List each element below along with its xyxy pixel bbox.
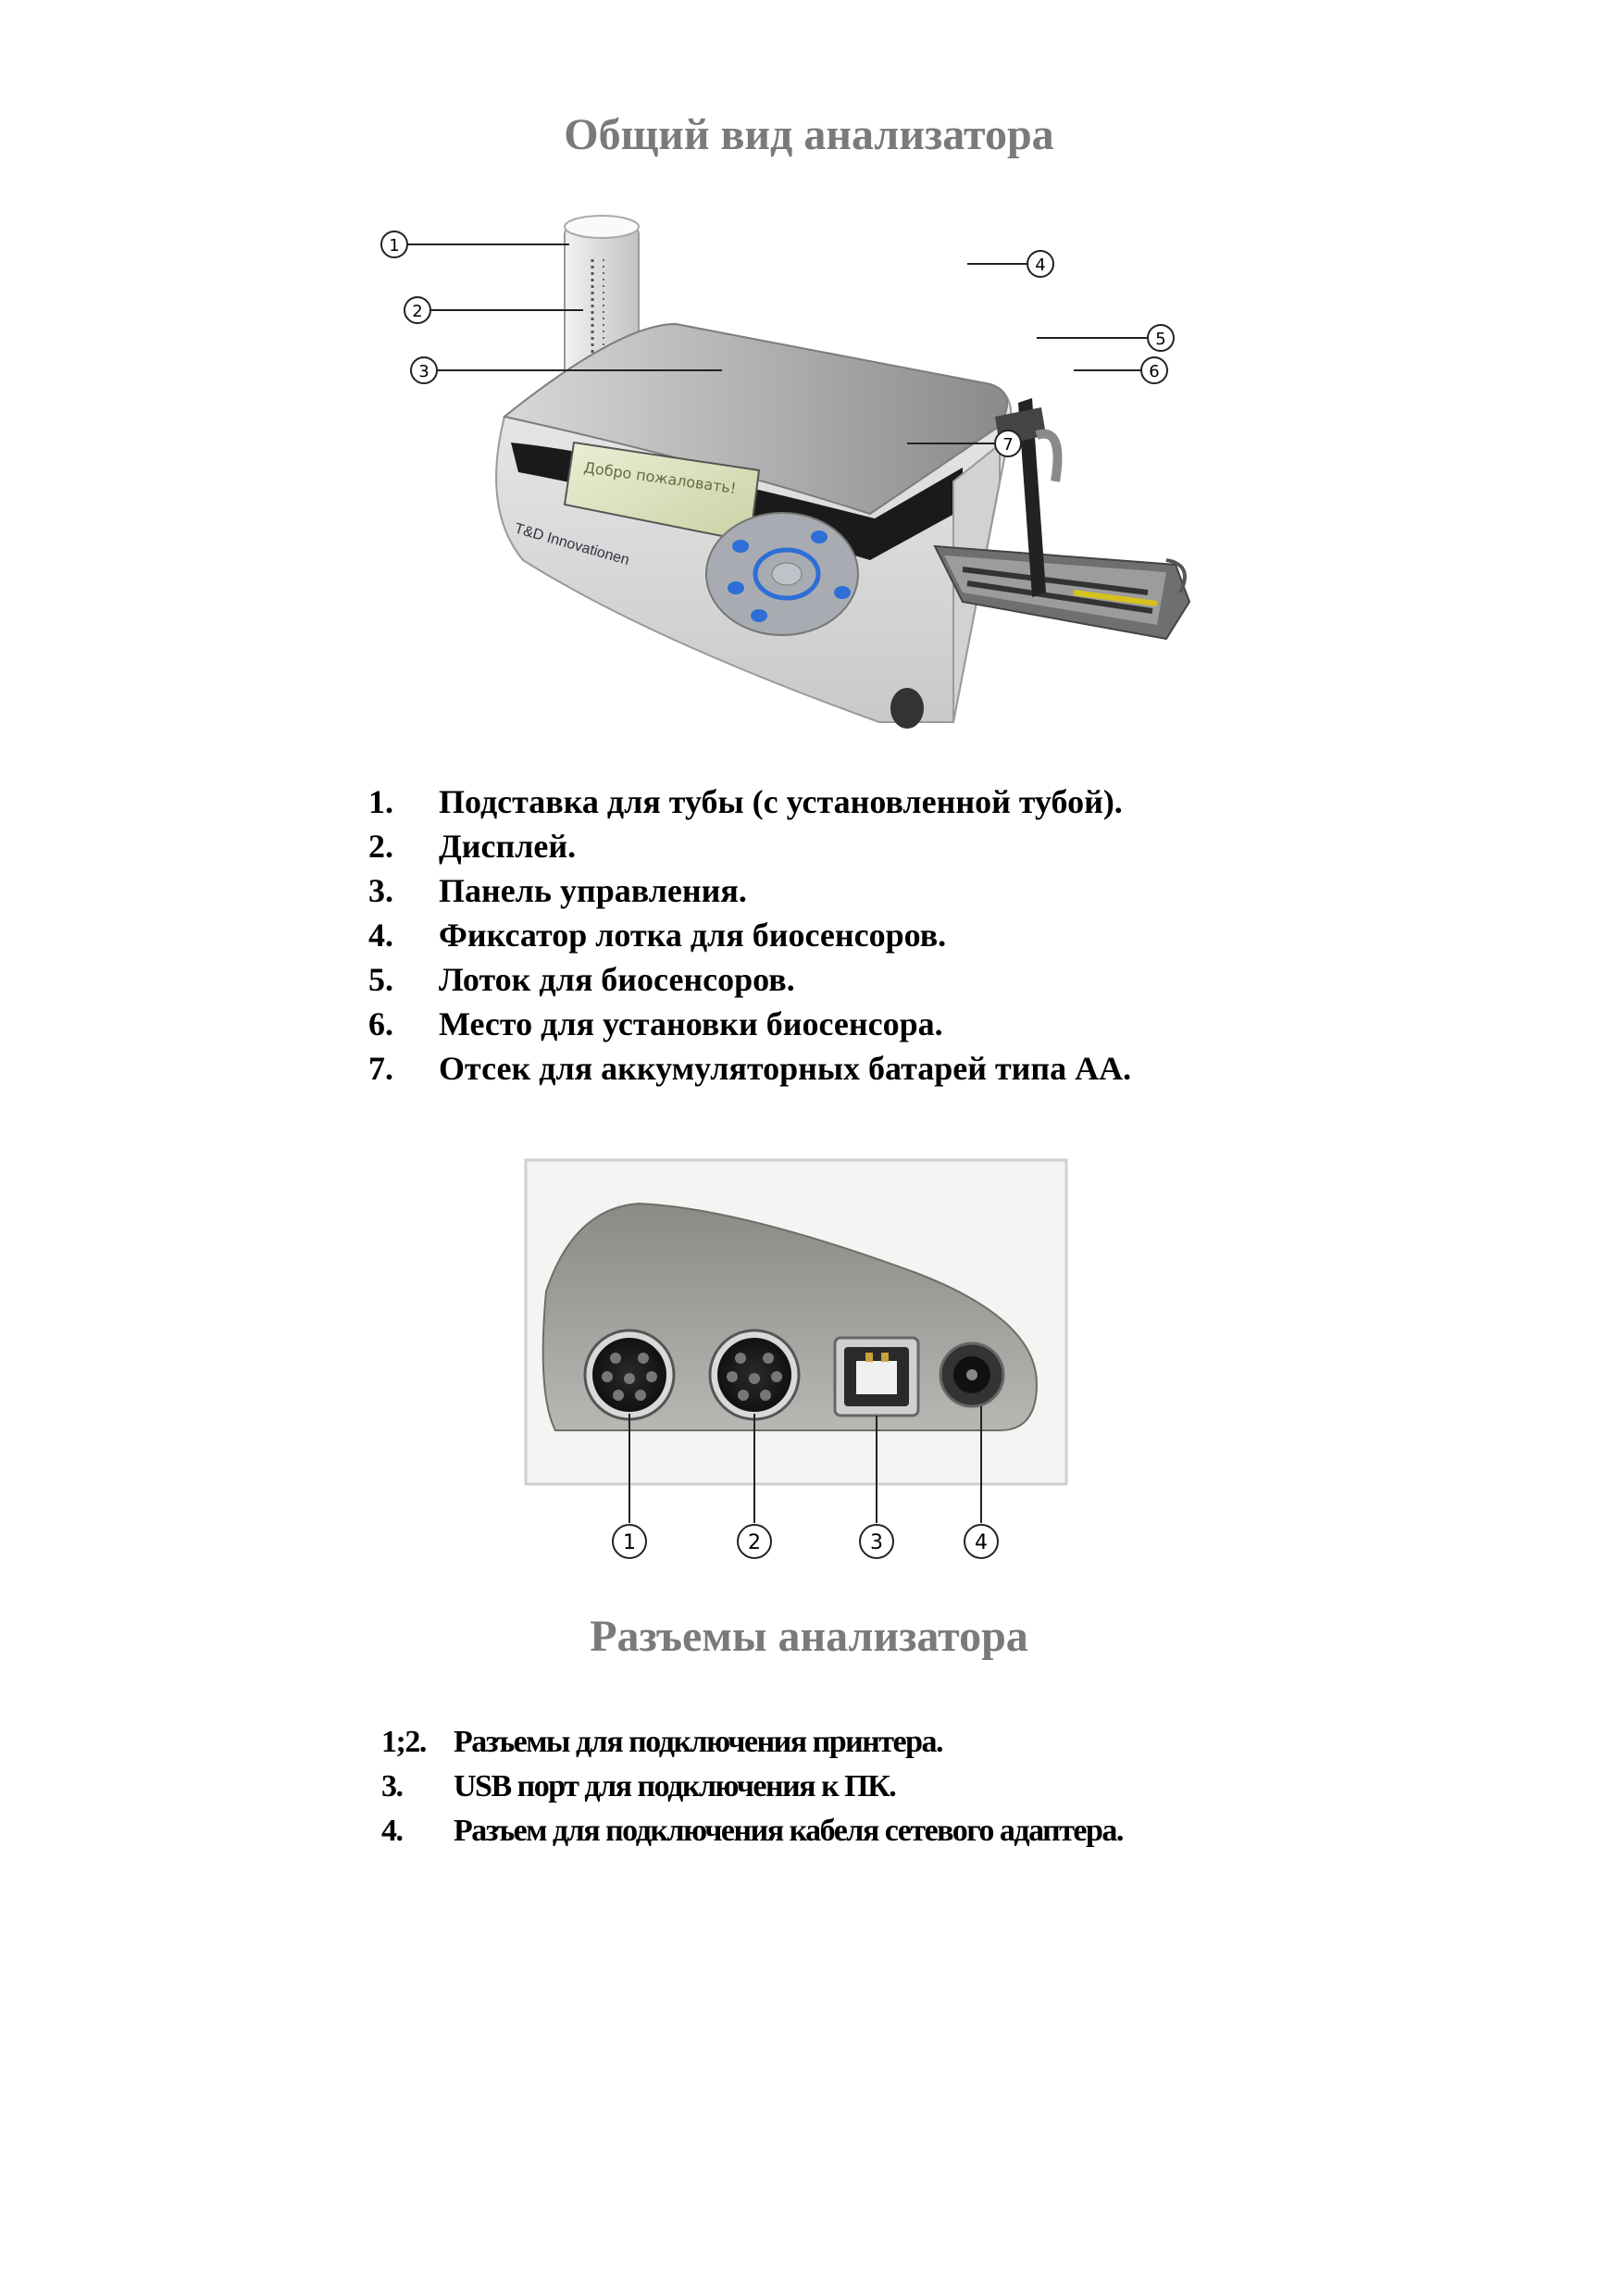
callout-6: 6 [1140, 356, 1168, 384]
connector-callout-3: 3 [859, 1524, 894, 1559]
callout-5: 5 [1147, 324, 1175, 352]
list-item-number: 3. [368, 872, 393, 909]
svg-text:5: 5 [1155, 330, 1165, 349]
leader-lines [629, 1406, 982, 1523]
list-item-number: 7. [368, 1050, 393, 1087]
list-item-text: Разъемы для подключения принтера. [454, 1725, 944, 1759]
list-item-text: Лоток для биосенсоров. [439, 961, 795, 998]
callout-4: 4 [1027, 250, 1054, 278]
callout-3: 3 [410, 356, 438, 384]
list-item-text: Отсек для аккумуляторных батарей типа АА… [439, 1050, 1132, 1087]
connector-callout-1: 1 [612, 1524, 647, 1559]
list-item-number: 5. [368, 961, 393, 998]
usb-port [833, 1336, 920, 1417]
list-item-text: USB порт для подключения к ПК. [454, 1769, 897, 1803]
analyzer-figure: Добро пожаловать! T&D Innovationen [380, 215, 1191, 729]
svg-text:7: 7 [1002, 435, 1013, 455]
list-item-text: Дисплей. [439, 828, 577, 865]
list-item-number: 4. [381, 1814, 404, 1848]
display-screen: Добро пожаловать! [563, 441, 761, 543]
biosensor-tray [933, 544, 1191, 641]
list-item: 5. Лоток для биосенсоров. [368, 957, 1131, 1002]
list-item-number: 3. [381, 1769, 404, 1803]
list-item: 1. Подставка для тубы (с установленной ту… [368, 780, 1131, 824]
list-item-text: Панель управления. [439, 872, 747, 909]
printer-port-1 [583, 1329, 676, 1421]
list-item: 2. Дисплей. [368, 824, 1131, 868]
list-item-text: Подставка для тубы (с установленной тубо… [439, 783, 1123, 820]
list-item: 3. USB порт для подключения к ПК. [381, 1765, 1123, 1809]
page-title-connectors: Разъемы анализатора [590, 1612, 1028, 1661]
page-title-general-view: Общий вид анализатора [564, 110, 1054, 159]
list-item: 4. Фиксатор лотка для биосенсоров. [368, 913, 1131, 957]
svg-text:3: 3 [870, 1531, 883, 1554]
list-item-number: 6. [368, 1005, 393, 1042]
list-item-number: 1. [368, 783, 393, 820]
svg-text:1: 1 [389, 236, 399, 256]
list-item-number: 2. [368, 828, 393, 865]
svg-text:1: 1 [623, 1531, 636, 1554]
list-item: 6. Место для установки биосенсора. [368, 1002, 1131, 1046]
callout-1: 1 [380, 231, 408, 258]
svg-text:4: 4 [975, 1531, 988, 1554]
control-panel [705, 512, 859, 636]
leader-lines [407, 243, 1148, 444]
parts-list: 1. Подставка для тубы (с установленной ту… [368, 780, 1131, 1091]
connectors-list: 1;2. Разъемы для подключения принтера. 3.… [381, 1720, 1124, 1853]
list-item-number: 4. [368, 917, 393, 954]
list-item: 1;2. Разъемы для подключения принтера. [381, 1720, 1123, 1765]
list-item: 3. Панель управления. [368, 868, 1131, 913]
svg-text:3: 3 [418, 362, 429, 381]
power-jack [939, 1341, 1005, 1408]
connector-callout-2: 2 [737, 1524, 772, 1559]
svg-text:2: 2 [748, 1531, 761, 1554]
list-item-number: 1;2. [381, 1725, 427, 1759]
connector-callout-4: 4 [964, 1524, 999, 1559]
list-item-text: Место для установки биосенсора. [439, 1005, 943, 1042]
list-item: 7. Отсек для аккумуляторных батарей типа … [368, 1046, 1131, 1091]
printer-port-2 [708, 1329, 801, 1421]
svg-text:2: 2 [412, 302, 422, 321]
callout-7: 7 [994, 430, 1022, 457]
svg-text:6: 6 [1149, 362, 1159, 381]
callout-2: 2 [404, 296, 431, 324]
list-item-text: Разъем для подключения кабеля сетевого а… [454, 1814, 1124, 1848]
list-item-text: Фиксатор лотка для биосенсоров. [439, 917, 947, 954]
list-item: 4. Разъем для подключения кабеля сетевого… [381, 1809, 1124, 1853]
svg-text:4: 4 [1035, 256, 1045, 275]
connectors-figure: 1 2 3 4 [524, 1158, 1068, 1559]
